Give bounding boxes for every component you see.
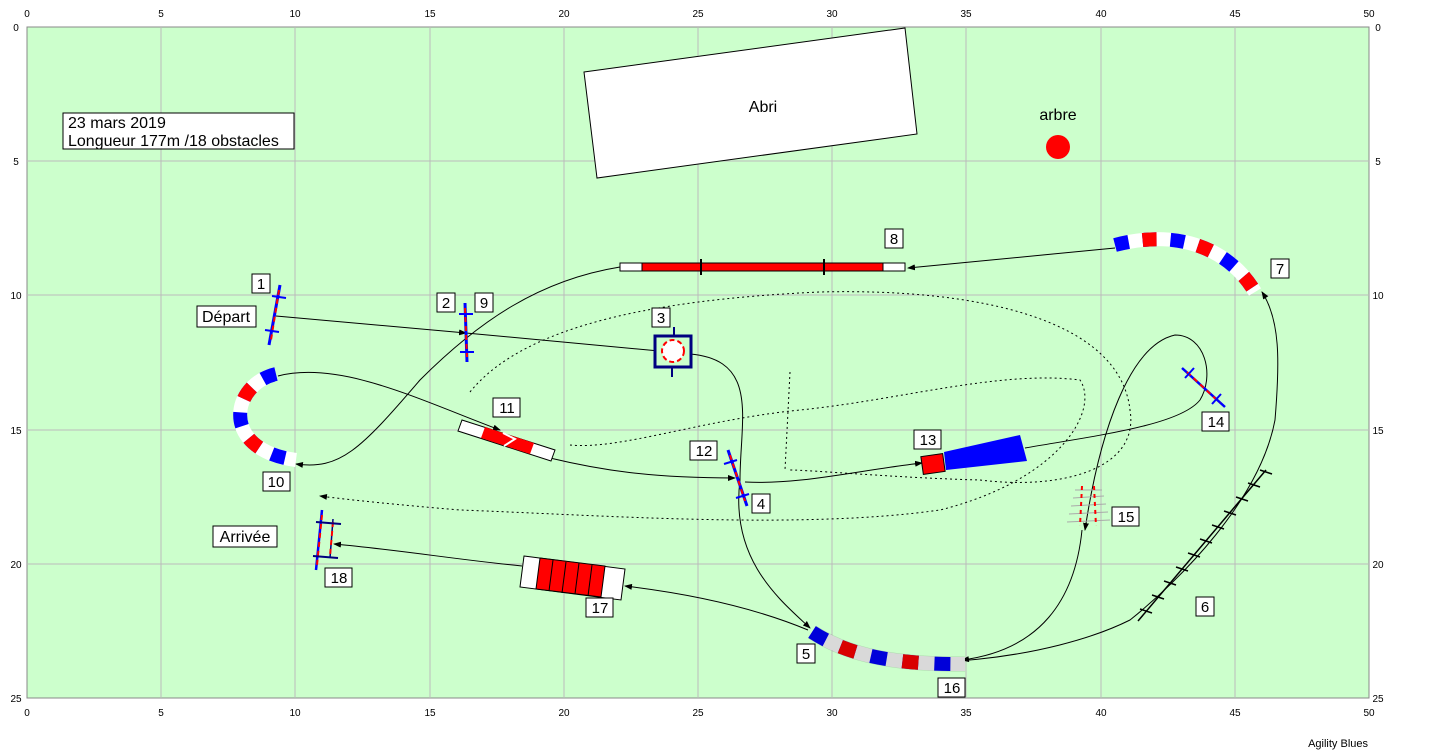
obstacle-number: 18 [331,570,348,587]
x-tick: 50 [1363,708,1375,719]
y-tick: 20 [10,560,22,571]
obstacle-number: 13 [920,432,937,449]
obstacle-number: 7 [1276,261,1284,278]
x-tick: 5 [158,708,164,719]
obstacle-number: 11 [499,400,515,417]
x-tick: 0 [24,708,30,719]
tree-icon [1046,135,1070,159]
y-tick: 15 [10,426,22,437]
obstacle-6-weave [1137,469,1273,622]
x-tick: 50 [1363,9,1375,20]
x-tick: 20 [558,708,570,719]
y-tick: 0 [1375,23,1381,34]
footer-credit: Agility Blues [1308,738,1368,750]
course-date: 23 mars 2019 [68,115,166,132]
walk-path [319,291,1132,521]
x-tick: 30 [826,708,838,719]
obstacle-13-chute [920,435,1027,476]
obstacle-15-spread [1066,485,1111,527]
obstacle-number: 15 [1118,509,1135,526]
obstacle-number: 8 [890,231,898,248]
x-tick: 25 [692,708,704,719]
obstacle-number: 3 [657,310,665,327]
obstacle-number: 2 [442,295,450,312]
obstacle-number: 9 [480,295,488,312]
obstacle-2-9-hurdle [459,302,474,363]
obstacle-number: 5 [802,646,810,663]
finish-label-box: Arrivée [212,525,278,548]
y-tick: 5 [13,157,19,168]
x-tick: 40 [1095,708,1107,719]
obstacle-number: 6 [1201,599,1209,616]
x-tick: 5 [158,9,164,20]
obstacle-number: 1 [257,276,265,293]
obstacle-number: 10 [268,474,285,491]
obstacle-number: 17 [592,600,609,617]
x-tick: 45 [1229,9,1241,20]
obstacle-5-16-tunnel [807,625,966,672]
x-tick: 10 [289,9,301,20]
obstacle-7-tunnel [1113,232,1262,296]
start-label: Départ [202,309,251,326]
x-tick: 20 [558,9,570,20]
y-axis-right: 0 5 10 15 20 25 [1372,23,1384,705]
x-tick: 30 [826,9,838,20]
y-tick: 25 [10,694,22,705]
y-tick: 20 [1372,560,1384,571]
y-tick: 10 [1372,291,1384,302]
obstacle-8-dogwalk [619,259,906,275]
x-tick: 35 [960,9,972,20]
x-tick: 40 [1095,9,1107,20]
obstacle-17-tire-wall [519,555,626,601]
obstacle-3-tire [653,327,693,377]
x-tick: 15 [424,708,436,719]
obstacle-number-labels: 1 2 9 3 4 5 6 7 8 10 11 12 13 14 15 16 1 [251,228,1290,698]
finish-label: Arrivée [220,529,271,546]
course-summary: Longueur 177m /18 obstacles [68,133,279,150]
y-tick: 0 [13,23,19,34]
obstacle-18-double-hurdle [312,509,342,571]
obstacle-11-seesaw [457,419,556,462]
obstacle-number: 14 [1208,414,1225,431]
y-tick: 15 [1372,426,1384,437]
obstacle-number: 4 [757,496,765,513]
obstacle-number: 12 [696,443,713,460]
x-tick: 35 [960,708,972,719]
y-tick: 25 [1372,694,1384,705]
obstacle-14-hurdle [1181,367,1226,408]
course-info-box: 23 mars 2019 Longueur 177m /18 obstacles [62,112,295,150]
tree-label: arbre [1039,107,1076,124]
obstacle-10-tunnel [233,367,298,467]
start-label-box: Départ [196,305,257,328]
x-tick: 15 [424,9,436,20]
y-tick: 5 [1375,157,1381,168]
x-axis-top: 0 5 10 15 20 25 30 35 40 45 50 [24,9,1375,20]
shelter-label: Abri [749,99,777,116]
y-axis-left: 0 5 10 15 20 25 [10,23,22,705]
tree: arbre [1039,107,1077,159]
y-tick: 10 [10,291,22,302]
obstacle-1-hurdle [264,284,287,346]
x-tick: 10 [289,708,301,719]
x-axis-bottom: 0 5 10 15 20 25 30 35 40 45 50 [24,708,1375,719]
x-tick: 25 [692,9,704,20]
x-tick: 0 [24,9,30,20]
x-tick: 45 [1229,708,1241,719]
shelter: Abri [583,27,918,179]
obstacle-4-12-hurdle [723,449,750,507]
obstacle-number: 16 [944,680,961,697]
